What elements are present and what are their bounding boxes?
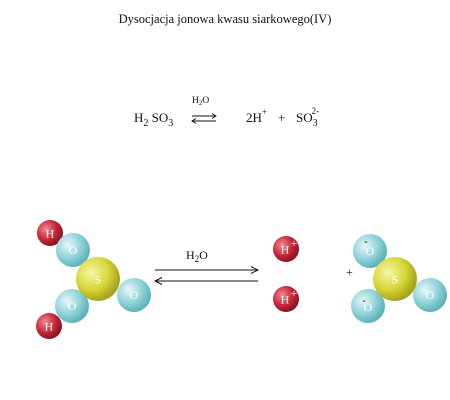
hydrogen-ion-top: H + <box>273 236 299 262</box>
diagram-plus-sign: + <box>346 265 353 279</box>
svg-text:H: H <box>281 293 290 307</box>
oxygen-atom-upper: O <box>56 233 90 267</box>
equation-equilibrium-arrow <box>191 113 217 124</box>
svg-text:H: H <box>46 227 55 241</box>
sulfite-ion: - O - O O S <box>351 234 447 323</box>
hydrogen-atom-bottom: H <box>36 313 62 339</box>
svg-text:H: H <box>45 320 54 334</box>
svg-text:O: O <box>364 300 373 314</box>
svg-text:+: + <box>291 286 298 300</box>
equation-plus: + <box>278 110 286 125</box>
svg-text:-: - <box>364 236 368 248</box>
svg-text:O: O <box>366 244 375 258</box>
diagram-title: Dysocjacja jonowa kwasu siarkowego(IV) <box>118 12 332 26</box>
svg-text:S: S <box>392 273 399 287</box>
sulfurous-acid-molecule: H O O O S H <box>36 220 151 339</box>
svg-text:O: O <box>68 299 77 313</box>
oxygen-atom-right: O <box>117 278 151 312</box>
sulfur-atom: S <box>76 257 120 301</box>
hydrogen-ion-bottom: H + <box>273 286 299 312</box>
svg-text:H: H <box>281 243 290 257</box>
svg-text:-: - <box>362 295 366 307</box>
oxygen-atom-neutral: O <box>413 278 447 312</box>
equation-product-sulfite: SO32- <box>296 106 320 129</box>
equation-product-hydrogen: 2H+ <box>246 107 267 125</box>
oxygen-atom-lower: O <box>55 289 89 323</box>
svg-text:O: O <box>130 288 139 302</box>
diagram-arrow-label: H2O <box>186 248 208 264</box>
oxygen-atom-charged-bottom: - O <box>351 289 385 323</box>
equation-reactant: H2 SO3 <box>134 110 174 129</box>
hydrogen-atom-top: H <box>37 220 63 246</box>
svg-text:S: S <box>95 273 102 287</box>
svg-text:O: O <box>69 243 78 257</box>
svg-text:+: + <box>291 236 298 250</box>
diagram-equilibrium-arrow <box>153 266 260 285</box>
sulfur-atom-ion: S <box>373 257 417 301</box>
equation-condition: H2O <box>192 96 210 107</box>
svg-text:O: O <box>426 288 435 302</box>
oxygen-atom-charged-top: - O <box>353 234 387 268</box>
